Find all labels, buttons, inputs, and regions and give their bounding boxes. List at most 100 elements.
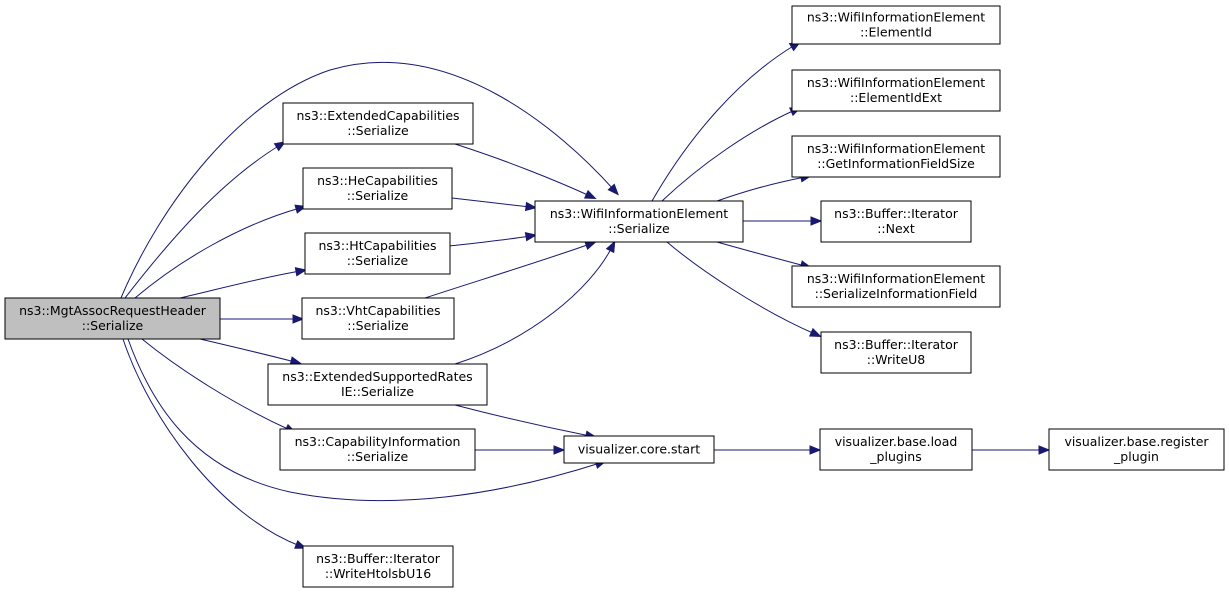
edge-line (661, 109, 796, 202)
node-box (791, 135, 1001, 178)
node-root[interactable]: ns3::MgtAssocRequestHeader::Serialize (4, 297, 221, 340)
edges-layer (120, 41, 1051, 549)
edge-root-to-vis_start (127, 338, 607, 502)
edge-ext_rates-to-vis_start (454, 404, 598, 440)
edge-root-to-ext_rates (199, 338, 303, 366)
node-wie-serfield[interactable]: ns3::WifiInformationElement::SerializeIn… (791, 265, 1001, 308)
edge-line (454, 143, 591, 197)
node-vis-load[interactable]: visualizer.base.load_plugins (819, 428, 973, 471)
edge-root-to-ext_cap (124, 141, 287, 299)
edge-root-to-he_cap (134, 204, 308, 299)
arrowhead (808, 327, 822, 337)
node-box (4, 297, 221, 340)
node-label-line: ::Serialize (82, 318, 144, 333)
arrowhead (810, 216, 823, 226)
node-label-line: ns3::HtCapabilities (318, 238, 436, 253)
edge-line (716, 241, 806, 267)
node-label-line: ns3::WifiInformationElement (807, 10, 985, 25)
node-box (282, 102, 474, 145)
nodes-layer: ns3::MgtAssocRequestHeader::Serializens3… (4, 5, 1225, 588)
arrowhead (1038, 445, 1051, 455)
edge-root-to-vht_cap (220, 314, 305, 324)
node-label-line: ns3::ExtendedCapabilities (296, 108, 459, 123)
edge-line (454, 246, 613, 365)
node-box (820, 331, 972, 374)
node-label-line: ns3::VhtCapabilities (315, 303, 440, 318)
node-label-line: ns3::WifiInformationElement (550, 206, 728, 221)
node-label-line: ::Serialize (347, 449, 409, 464)
edge-line (716, 176, 806, 202)
edge-line (134, 207, 301, 299)
arrowhead (605, 240, 616, 254)
node-box (563, 435, 715, 464)
node-label-line: ns3::WifiInformationElement (807, 75, 985, 90)
arrowhead (584, 241, 597, 250)
node-cap-info[interactable]: ns3::CapabilityInformation::Serialize (279, 428, 476, 471)
node-buf-next[interactable]: ns3::Buffer::Iterator::Next (820, 200, 972, 243)
edge-line (451, 197, 531, 208)
edge-he_cap-to-wie_serialize (451, 197, 538, 212)
arrowhead (292, 314, 305, 324)
arrowhead (524, 232, 538, 242)
node-ext-cap[interactable]: ns3::ExtendedCapabilities::Serialize (282, 102, 474, 145)
node-label-line: ::SerializeInformationField (815, 286, 978, 301)
edge-vht_cap-to-wie_serialize (424, 241, 597, 299)
node-label-line: ns3::WifiInformationElement (807, 271, 985, 286)
node-label-line: ::Serialize (347, 318, 409, 333)
node-wie-serialize[interactable]: ns3::WifiInformationElement::Serialize (534, 200, 744, 243)
node-box (302, 545, 454, 588)
node-wie-elementid[interactable]: ns3::WifiInformationElement::ElementId (791, 5, 1001, 45)
arrowhead (607, 183, 619, 196)
node-label-line: ::Serialize (347, 188, 409, 203)
arrowhead (294, 267, 308, 277)
node-box (819, 428, 973, 471)
node-label-line: ::Next (877, 221, 915, 236)
edge-line (449, 235, 531, 247)
node-vis-register[interactable]: visualizer.base.register_plugin (1048, 428, 1225, 471)
edge-cap_info-to-vis_start (475, 445, 566, 455)
edge-ext_cap-to-wie_serialize (454, 143, 597, 200)
arrowhead (809, 445, 822, 455)
edge-wie_serialize-to-buf_next (743, 216, 823, 226)
node-wie-elementidext[interactable]: ns3::WifiInformationElement::ElementIdEx… (791, 69, 1001, 112)
edge-vis_start-to-vis_load (714, 445, 822, 455)
edge-root-to-ht_cap (179, 267, 308, 299)
node-ht-cap[interactable]: ns3::HtCapabilities::Serialize (304, 232, 451, 275)
node-label-line: ::WriteU8 (867, 352, 926, 367)
node-he-cap[interactable]: ns3::HeCapabilities::Serialize (302, 167, 453, 210)
edge-line (122, 338, 301, 547)
node-box (791, 265, 1001, 308)
node-vht-cap[interactable]: ns3::VhtCapabilities::Serialize (301, 297, 455, 340)
edge-line (120, 61, 615, 299)
arrowhead (583, 189, 597, 200)
node-label-line: ns3::Buffer::Iterator (316, 551, 441, 566)
node-label-line: _plugin (1113, 449, 1159, 464)
edge-line (454, 404, 591, 437)
node-box (267, 363, 488, 406)
node-buf-writeu8[interactable]: ns3::Buffer::Iterator::WriteU8 (820, 331, 972, 374)
edge-line (651, 44, 796, 202)
node-box (791, 5, 1001, 45)
node-box (820, 200, 972, 243)
edge-vis_load-to-vis_register (972, 445, 1051, 455)
node-label-line: _plugins (869, 449, 921, 464)
edge-wie_serialize-to-wie_serfield (716, 241, 813, 270)
arrowhead (524, 201, 538, 212)
node-label-line: ::GetInformationFieldSize (817, 156, 975, 171)
node-label-line: ns3::CapabilityInformation (295, 434, 461, 449)
node-write-htolsb[interactable]: ns3::Buffer::Iterator::WriteHtolsbU16 (302, 545, 454, 588)
node-label-line: ns3::ExtendedSupportedRates (282, 369, 472, 384)
node-box (302, 167, 453, 210)
node-box (791, 69, 1001, 112)
node-wie-getsize[interactable]: ns3::WifiInformationElement::GetInformat… (791, 135, 1001, 178)
edge-line (424, 243, 591, 299)
node-box (304, 232, 451, 275)
node-vis-start[interactable]: visualizer.core.start (563, 435, 715, 464)
node-label-line: ::ElementId (860, 25, 932, 40)
node-label-line: ::Serialize (347, 123, 409, 138)
edge-ext_rates-to-wie_serialize (454, 240, 616, 365)
edge-wie_serialize-to-wie_elementidext (661, 107, 802, 202)
edge-wie_serialize-to-wie_elementid (651, 41, 802, 202)
